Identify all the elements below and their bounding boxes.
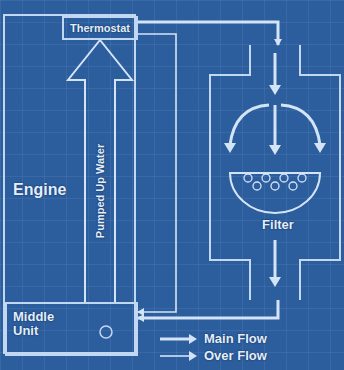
filter-detail bbox=[210, 45, 340, 300]
legend-sample bbox=[158, 350, 198, 362]
legend-sample bbox=[158, 333, 198, 345]
legend-label: Main Flow bbox=[204, 331, 267, 346]
middle-unit-box: Middle Unit bbox=[5, 302, 138, 356]
node-label: Filter bbox=[208, 217, 344, 232]
filter-detail bbox=[230, 105, 320, 145]
filter-granule bbox=[289, 182, 297, 190]
legend-label: Over Flow bbox=[204, 348, 267, 363]
node-label: Thermostat bbox=[70, 22, 130, 34]
filter-granule bbox=[253, 182, 261, 190]
outlet-port bbox=[100, 326, 112, 338]
filter-detail bbox=[224, 143, 326, 155]
main-flow-pipe bbox=[138, 300, 278, 318]
overflow-pipe bbox=[138, 34, 176, 312]
filter-detail bbox=[274, 240, 277, 277]
pump-arrow bbox=[68, 40, 132, 302]
filter-detail bbox=[269, 85, 281, 95]
filter-granule bbox=[244, 174, 252, 182]
filter-housing: Filter bbox=[208, 45, 344, 300]
filter-granule bbox=[262, 174, 270, 182]
legend-row: Main Flow bbox=[158, 330, 267, 347]
filter-detail bbox=[274, 53, 277, 85]
legend-row: Over Flow bbox=[158, 347, 267, 364]
node-label: Middle Unit bbox=[13, 310, 73, 339]
filter-outline bbox=[208, 45, 342, 300]
filter-detail bbox=[230, 173, 320, 213]
edge-label: Pumped Up Water bbox=[94, 144, 106, 238]
legend: Main FlowOver Flow bbox=[158, 330, 267, 364]
node-label: Engine bbox=[13, 181, 66, 199]
thermostat-box: Thermostat bbox=[62, 16, 138, 40]
filter-detail bbox=[269, 277, 281, 287]
filter-granule bbox=[280, 174, 288, 182]
engine-block: Engine ThermostatMiddle Unit bbox=[3, 14, 136, 354]
filter-granule bbox=[271, 182, 279, 190]
filter-granule bbox=[298, 174, 306, 182]
